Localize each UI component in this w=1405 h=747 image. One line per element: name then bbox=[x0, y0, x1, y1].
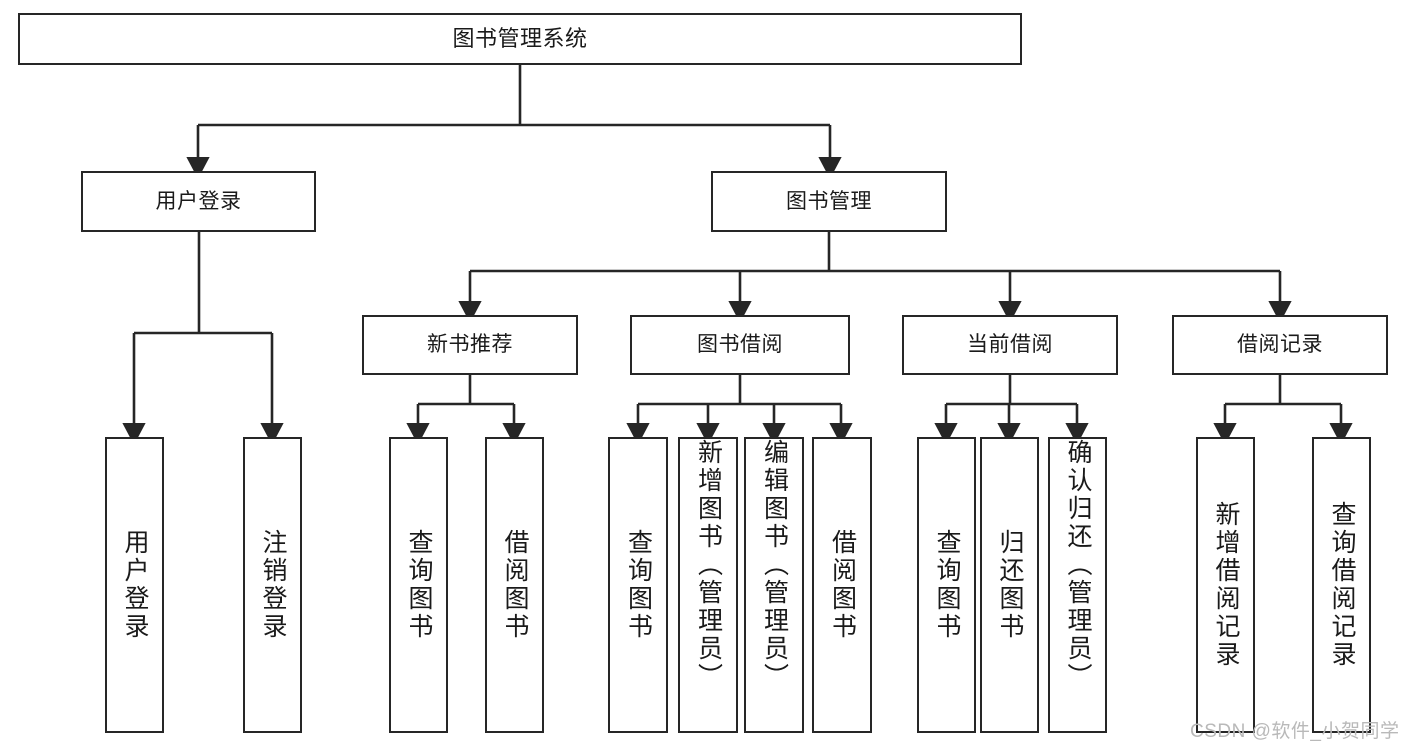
node-leaf-add-borrow-record-label: 新增借阅记录 bbox=[1212, 501, 1240, 669]
node-user-login-label: 用户登录 bbox=[155, 189, 242, 213]
node-book-manage-label: 图书管理 bbox=[786, 189, 872, 213]
node-leaf-return-book[interactable]: 归还图书 bbox=[980, 437, 1039, 733]
node-leaf-logout-login-label: 注销登录 bbox=[259, 529, 287, 641]
node-leaf-borrow-book-1[interactable]: 借阅图书 bbox=[485, 437, 544, 733]
watermark-text: CSDN @软件_小贺同学 bbox=[1190, 721, 1400, 742]
node-leaf-user-login-label: 用户登录 bbox=[121, 529, 149, 641]
node-new-book-recommend[interactable]: 新书推荐 bbox=[362, 315, 578, 375]
node-current-borrow[interactable]: 当前借阅 bbox=[902, 315, 1118, 375]
node-borrow-record[interactable]: 借阅记录 bbox=[1172, 315, 1388, 375]
node-leaf-query-book-3-label: 查询图书 bbox=[933, 529, 961, 641]
node-root-label: 图书管理系统 bbox=[452, 25, 588, 51]
node-leaf-edit-book-admin[interactable]: 编辑图书（管理员） bbox=[744, 437, 804, 733]
node-leaf-query-book-3[interactable]: 查询图书 bbox=[917, 437, 976, 733]
node-leaf-query-borrow-record[interactable]: 查询借阅记录 bbox=[1312, 437, 1371, 733]
node-book-borrow-label: 图书借阅 bbox=[697, 333, 783, 357]
node-leaf-return-book-label: 归还图书 bbox=[996, 529, 1024, 641]
node-leaf-confirm-return-admin-label: 确认归还（管理员） bbox=[1064, 439, 1092, 691]
node-new-book-recommend-label: 新书推荐 bbox=[427, 333, 513, 357]
node-leaf-query-book-2-label: 查询图书 bbox=[624, 529, 653, 641]
node-leaf-add-borrow-record[interactable]: 新增借阅记录 bbox=[1196, 437, 1255, 733]
node-leaf-query-book-1[interactable]: 查询图书 bbox=[389, 437, 448, 733]
node-leaf-borrow-book-2-label: 借阅图书 bbox=[828, 529, 857, 641]
node-book-manage[interactable]: 图书管理 bbox=[711, 171, 947, 232]
node-leaf-add-book-admin-label: 新增图书（管理员） bbox=[694, 439, 723, 691]
node-user-login[interactable]: 用户登录 bbox=[81, 171, 316, 232]
node-leaf-edit-book-admin-label: 编辑图书（管理员） bbox=[760, 439, 789, 691]
node-leaf-query-book-2[interactable]: 查询图书 bbox=[608, 437, 668, 733]
node-book-borrow[interactable]: 图书借阅 bbox=[630, 315, 850, 375]
node-leaf-borrow-book-1-label: 借阅图书 bbox=[501, 529, 529, 641]
node-root[interactable]: 图书管理系统 bbox=[18, 13, 1022, 65]
node-leaf-user-login[interactable]: 用户登录 bbox=[105, 437, 164, 733]
node-leaf-logout-login[interactable]: 注销登录 bbox=[243, 437, 302, 733]
node-leaf-borrow-book-2[interactable]: 借阅图书 bbox=[812, 437, 872, 733]
node-leaf-query-book-1-label: 查询图书 bbox=[405, 529, 433, 641]
node-leaf-add-book-admin[interactable]: 新增图书（管理员） bbox=[678, 437, 738, 733]
node-borrow-record-label: 借阅记录 bbox=[1237, 333, 1323, 357]
node-current-borrow-label: 当前借阅 bbox=[967, 333, 1053, 357]
node-leaf-query-borrow-record-label: 查询借阅记录 bbox=[1328, 501, 1356, 669]
node-leaf-confirm-return-admin[interactable]: 确认归还（管理员） bbox=[1048, 437, 1107, 733]
